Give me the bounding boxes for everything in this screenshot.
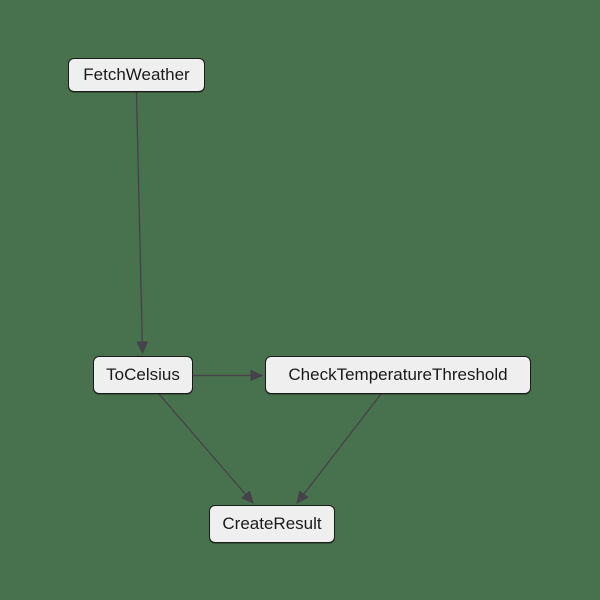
edge-tocelsius-createresult — [158, 393, 254, 504]
node-createresult-label: CreateResult — [222, 514, 322, 533]
edge-checktemperaturethreshold-createresult — [296, 393, 382, 504]
node-fetchweather: FetchWeather — [68, 58, 205, 92]
edge-fetchweather-tocelsius — [135, 91, 149, 355]
node-fetchweather-label: FetchWeather — [83, 65, 190, 84]
node-tocelsius: ToCelsius — [93, 356, 193, 394]
node-createresult: CreateResult — [209, 505, 335, 543]
node-checktemperaturethreshold-label: CheckTemperatureThreshold — [288, 365, 508, 384]
node-tocelsius-label: ToCelsius — [106, 365, 180, 384]
node-checktemperaturethreshold: CheckTemperatureThreshold — [265, 356, 531, 394]
